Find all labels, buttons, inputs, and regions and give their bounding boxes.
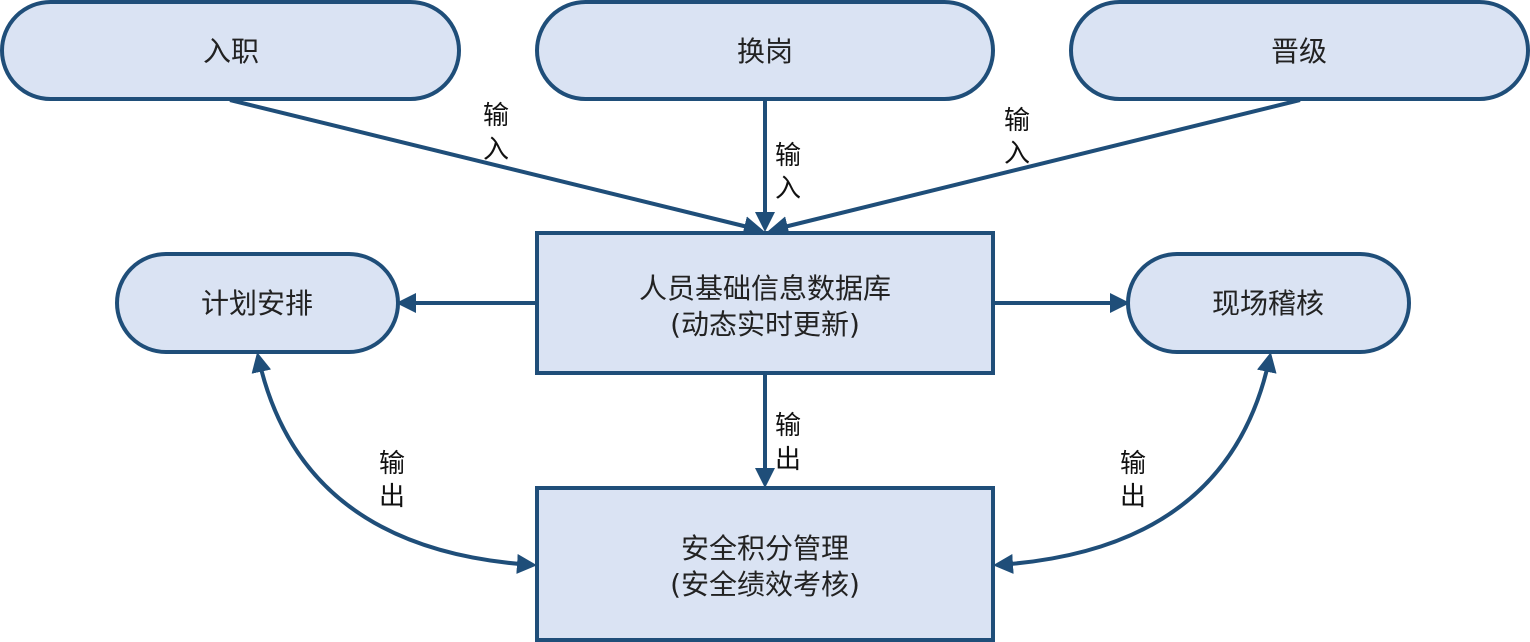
edge-label-char: 输	[483, 101, 509, 131]
node-database-label-line2: (动态实时更新)	[670, 308, 860, 341]
edge-onboarding-to-database	[229, 98, 764, 236]
edge-label-char: 输	[775, 411, 801, 441]
node-promotion: 晋级	[1069, 0, 1530, 101]
edge-label-output-planning: 输 出	[379, 449, 405, 512]
node-promotion-label: 晋级	[1271, 35, 1327, 68]
node-planning-label: 计划安排	[201, 287, 313, 320]
edge-label-input-onboarding: 输 入	[483, 101, 509, 165]
node-onsite-audit-label: 现场稽核	[1212, 287, 1324, 320]
node-planning: 计划安排	[115, 252, 400, 354]
edge-label-char: 输	[1120, 449, 1146, 479]
edge-label-char: 出	[379, 482, 405, 512]
edge-label-char: 出	[1120, 482, 1146, 512]
edge-label-char: 出	[775, 445, 801, 475]
node-safety-points-label-line1: 安全积分管理	[681, 532, 849, 565]
edge-label-output-onsite-audit: 输 出	[1120, 449, 1146, 512]
edge-onsite-audit-safety-points	[993, 352, 1277, 574]
edge-label-char: 入	[1004, 139, 1030, 169]
edge-label-input-promotion: 输 入	[1004, 106, 1030, 169]
edge-label-char: 输	[775, 141, 801, 171]
edges	[229, 98, 1301, 574]
node-database-label-line1: 人员基础信息数据库	[639, 272, 891, 305]
node-safety-points: 安全积分管理 (安全绩效考核)	[535, 486, 995, 642]
node-onboarding-label: 入职	[203, 35, 259, 68]
edge-planning-safety-points	[251, 352, 537, 574]
node-safety-points-label-line2: (安全绩效考核)	[670, 568, 860, 601]
edge-label-char: 输	[1004, 106, 1030, 136]
edge-label-output-safety-points: 输 出	[775, 411, 801, 475]
edge-label-input-job-change: 输 入	[775, 141, 801, 204]
node-job-change: 换岗	[535, 0, 995, 101]
node-onboarding: 入职	[0, 0, 461, 101]
edge-label-char: 入	[775, 174, 801, 204]
node-onsite-audit: 现场稽核	[1126, 252, 1411, 354]
node-job-change-label: 换岗	[737, 35, 793, 68]
edge-label-char: 输	[379, 449, 405, 479]
edge-label-char: 入	[483, 135, 509, 165]
node-database: 人员基础信息数据库 (动态实时更新)	[535, 231, 995, 375]
edge-promotion-to-database	[768, 98, 1301, 236]
